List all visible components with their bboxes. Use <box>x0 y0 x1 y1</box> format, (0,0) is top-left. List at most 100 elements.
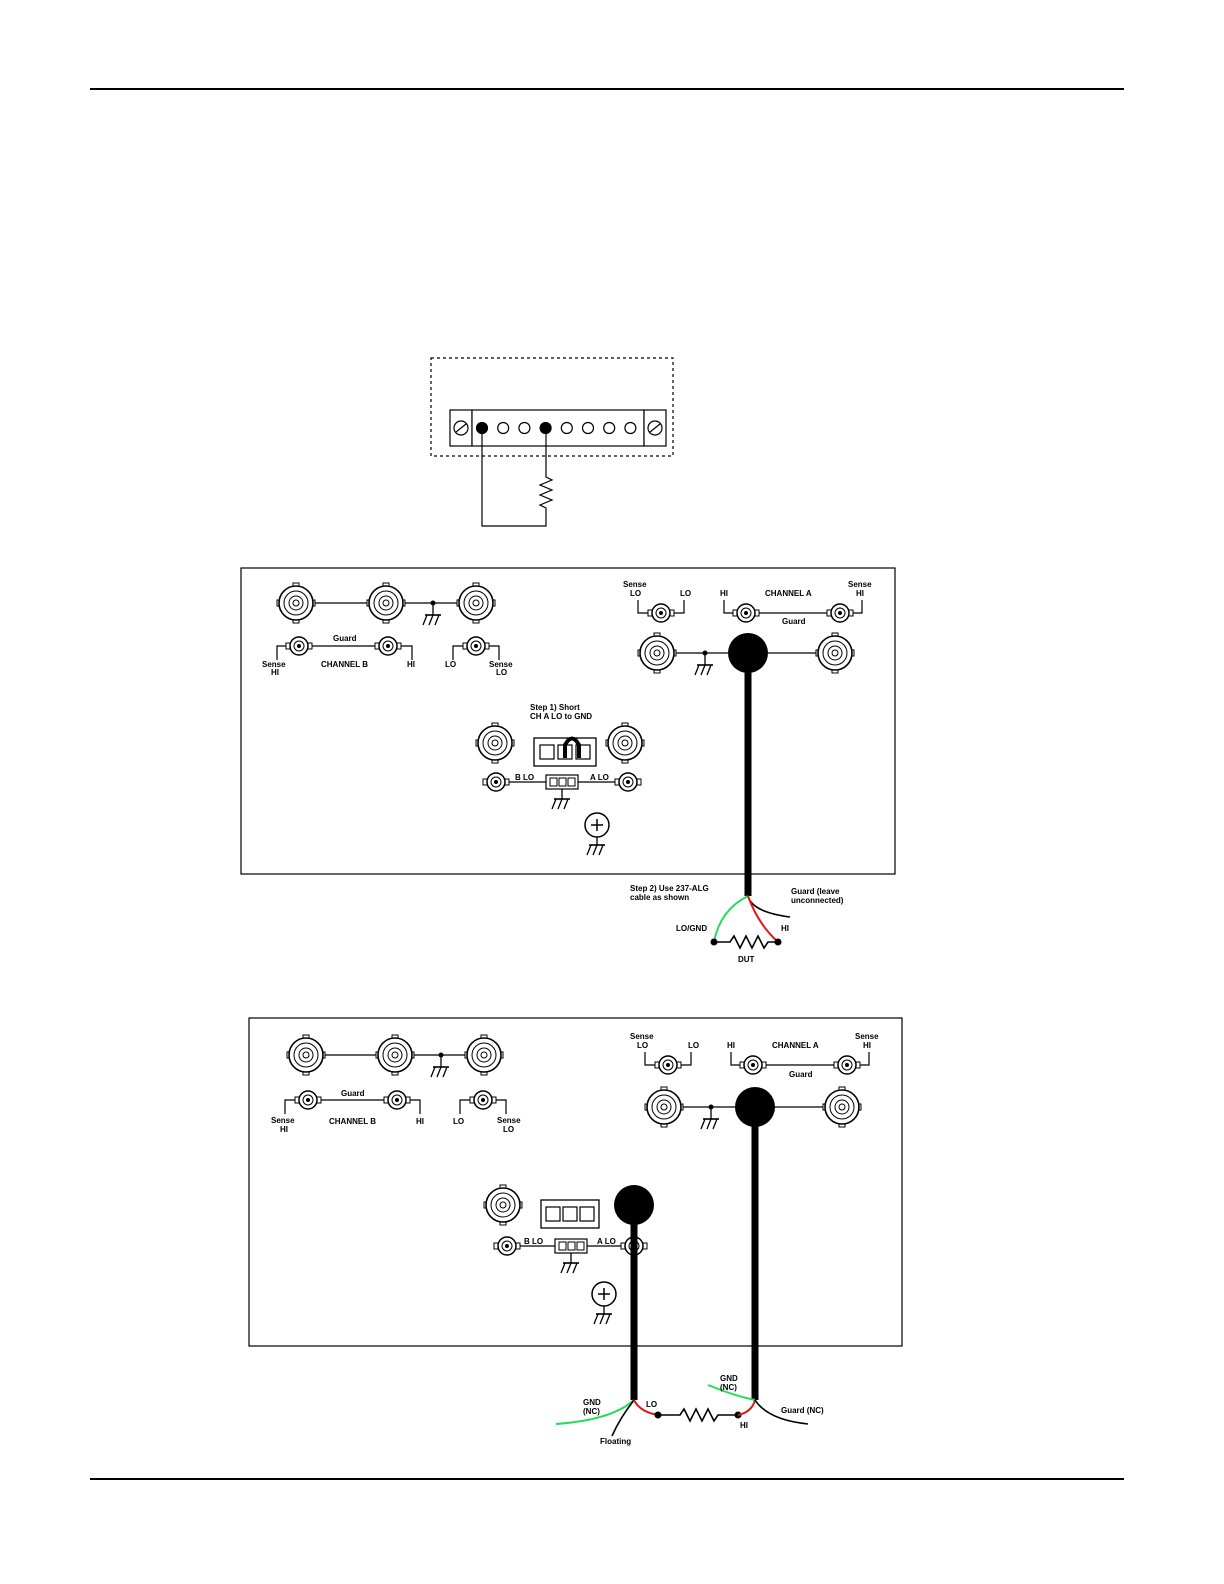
label-a-lo: A LO <box>590 773 609 782</box>
label-sense-hi-a: Sense <box>855 1032 879 1041</box>
hi-wire-red <box>747 895 779 943</box>
label-step2-line2: cable as shown <box>630 893 689 902</box>
chassis-ground-icon <box>584 812 610 856</box>
panel-outline <box>248 1017 903 1347</box>
guard-wire <box>747 895 791 918</box>
triax-connector <box>383 1090 411 1110</box>
label-nc-right: (NC) <box>720 1383 737 1392</box>
label-guard-a: Guard <box>782 617 806 626</box>
resistor-wire <box>481 428 554 527</box>
label-gnd-right: GND <box>720 1374 738 1383</box>
bnc-connector <box>637 632 677 674</box>
shorting-jumper <box>563 736 581 758</box>
label-sense-hi-a: Sense <box>848 580 872 589</box>
bnc-connector <box>483 1184 523 1226</box>
label-hi-wire: HI <box>740 1421 748 1430</box>
figure-floating-setup: Guard Sense HI CHANNEL B HI LO Sense LO … <box>248 1017 903 1446</box>
label-lo-b: LO <box>453 1117 464 1126</box>
triax-connector <box>826 603 854 623</box>
label-channel-b: CHANNEL B <box>329 1117 376 1126</box>
triax-connector <box>482 772 510 792</box>
label-sense-a: Sense <box>623 580 647 589</box>
triax-connector <box>614 772 642 792</box>
chassis-ground-icon <box>591 1281 617 1325</box>
label-guard-nc: Guard (NC) <box>781 1406 824 1415</box>
triax-connector <box>647 603 675 623</box>
triax-connector <box>739 1055 767 1075</box>
label-sense-lo-b: Sense <box>489 660 513 669</box>
cable-plug-hi <box>735 1087 775 1127</box>
bnc-connector <box>605 722 645 764</box>
ground-symbol <box>551 788 571 810</box>
terminal-open <box>560 421 573 435</box>
label-floating: Floating <box>600 1437 631 1446</box>
figure-step-setup: Guard Sense HI CHANNEL B HI LO Sense LO … <box>240 567 896 964</box>
label-hi-a: HI <box>727 1041 735 1050</box>
guard-wire <box>754 1399 809 1425</box>
label-lo-b2: LO <box>496 668 507 677</box>
label-nc-left: (NC) <box>583 1407 600 1416</box>
label-sense-a: Sense <box>630 1032 654 1041</box>
label-guard-b: Guard <box>333 634 357 643</box>
label-sense-lo-b: Sense <box>497 1116 521 1125</box>
label-hi-b-right: HI <box>407 660 415 669</box>
triax-connector <box>654 1055 682 1075</box>
label-b-lo: B LO <box>524 1237 543 1246</box>
triax-connector <box>833 1055 861 1075</box>
bnc-connector <box>456 582 496 624</box>
terminal-open <box>581 421 595 435</box>
lo-wire-green <box>713 895 749 943</box>
triax-connector <box>374 636 402 656</box>
label-channel-a: CHANNEL A <box>765 589 812 598</box>
label-step1-line1: Step 1) Short <box>530 703 580 712</box>
terminal-open <box>497 421 510 435</box>
ground-symbol <box>430 1056 450 1078</box>
label-b-lo: B LO <box>515 773 534 782</box>
dut-resistor <box>714 934 778 950</box>
terminal-open <box>624 421 637 435</box>
label-hi-b: HI <box>280 1125 288 1134</box>
label-sense-b: Sense <box>271 1116 295 1125</box>
label-guard-leave-1: Guard (leave <box>791 887 840 896</box>
hi-wire-red <box>737 1399 756 1416</box>
dut-resistor <box>658 1407 738 1423</box>
triax-connector <box>462 636 490 656</box>
ground-symbol <box>560 1252 580 1274</box>
label-lo-wire: LO <box>646 1400 657 1409</box>
ground-symbol <box>422 604 442 626</box>
terminal-open <box>518 421 531 435</box>
cable-plug-lo <box>614 1185 654 1225</box>
label-lo-a-right: LO <box>688 1041 699 1050</box>
dashed-enclosure <box>430 357 674 457</box>
bnc-connector <box>286 1034 326 1076</box>
label-guard-a: Guard <box>789 1070 813 1079</box>
terminal-open <box>603 421 616 435</box>
label-lo-a: LO <box>637 1041 648 1050</box>
label-lo-b: LO <box>445 660 456 669</box>
label-step2-line1: Step 2) Use 237-ALG <box>630 884 709 893</box>
gnd-wire-green-left <box>555 1399 635 1425</box>
gnd-wire-green-right <box>707 1384 756 1401</box>
panel-outline <box>240 567 896 875</box>
label-hi-a: HI <box>720 589 728 598</box>
bnc-connector <box>464 1034 504 1076</box>
label-guard-leave-2: unconnected) <box>791 896 844 905</box>
bnc-connector <box>375 1034 415 1076</box>
label-lo-a: LO <box>630 589 641 598</box>
label-step1-line2: CH A LO to GND <box>530 712 592 721</box>
bnc-connector <box>475 722 515 764</box>
label-hi-b-right: HI <box>416 1117 424 1126</box>
figure-terminal-block <box>430 357 674 527</box>
label-guard-b: Guard <box>341 1089 365 1098</box>
bnc-connector <box>815 632 855 674</box>
label-channel-a: CHANNEL A <box>772 1041 819 1050</box>
bnc-connector <box>822 1086 862 1128</box>
triax-connector <box>732 603 760 623</box>
cable-plug <box>728 633 768 673</box>
bnc-connector <box>276 582 316 624</box>
label-lo-b2: LO <box>503 1125 514 1134</box>
label-lo-a-right: LO <box>680 589 691 598</box>
label-hi-a2: HI <box>863 1041 871 1050</box>
label-channel-b: CHANNEL B <box>321 660 368 669</box>
